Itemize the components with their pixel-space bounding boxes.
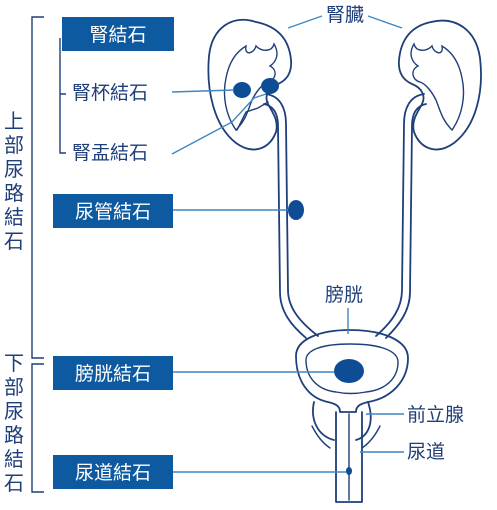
ureter-stone-label: 尿管結石 [53, 194, 288, 228]
prostate-organ-text: 前立腺 [407, 404, 464, 426]
calyx-stone-label: 腎杯結石 [72, 82, 235, 104]
kidney-organ-label: 腎臓 [287, 4, 403, 29]
urethra [335, 411, 363, 503]
bladder-stone-label: 膀胱結石 [53, 356, 334, 390]
right-ureter-inner [385, 103, 427, 339]
calyx-stone-text: 腎杯結石 [72, 82, 148, 104]
right-ureter [375, 93, 425, 337]
upper-bracket [31, 16, 44, 359]
urethra-stone-text: 尿道結石 [75, 462, 151, 484]
urinary-tract-illustration [207, 18, 482, 503]
urethra-stone-label: 尿道結石 [53, 455, 346, 489]
pelvis-stone-label: 腎盂結石 [72, 93, 267, 164]
stone-calyx-2 [261, 78, 279, 94]
stone-ureter [288, 200, 304, 220]
lower-group-label: 下部尿路結石 [2, 350, 28, 500]
urethra-organ-label: 尿道 [360, 441, 445, 463]
kidney-stone-text: 腎結石 [89, 24, 146, 46]
left-ureter [265, 93, 319, 337]
left-ureter-inner [263, 103, 307, 339]
stone-calyx-1 [233, 82, 251, 98]
pelvic-floor [311, 425, 381, 449]
prostate-organ-label: 前立腺 [366, 404, 464, 426]
upper-group-label: 上部尿路結石 [2, 108, 28, 258]
kidney-organ-text: 腎臓 [326, 4, 364, 26]
upper-group-label-text: 上部尿路結石 [4, 109, 24, 253]
bladder-organ-label: 膀胱 [325, 284, 363, 334]
prostate [312, 401, 372, 441]
right-kidney [398, 19, 482, 151]
lower-bracket [31, 363, 44, 493]
lower-group-label-text: 下部尿路結石 [4, 351, 24, 495]
bladder-organ-text: 膀胱 [325, 284, 363, 306]
kidney-stone-label: 腎結石 [62, 17, 174, 51]
stone-bladder [334, 359, 364, 383]
kidney-sub-bracket [59, 38, 66, 154]
pelvis-stone-text: 腎盂結石 [72, 142, 148, 164]
urethra-organ-text: 尿道 [407, 441, 445, 463]
ureter-stone-text: 尿管結石 [75, 201, 151, 223]
bladder-stone-text: 膀胱結石 [75, 363, 151, 385]
stone-urethra [346, 467, 352, 475]
group-brackets [31, 16, 66, 493]
left-kidney [207, 18, 292, 151]
